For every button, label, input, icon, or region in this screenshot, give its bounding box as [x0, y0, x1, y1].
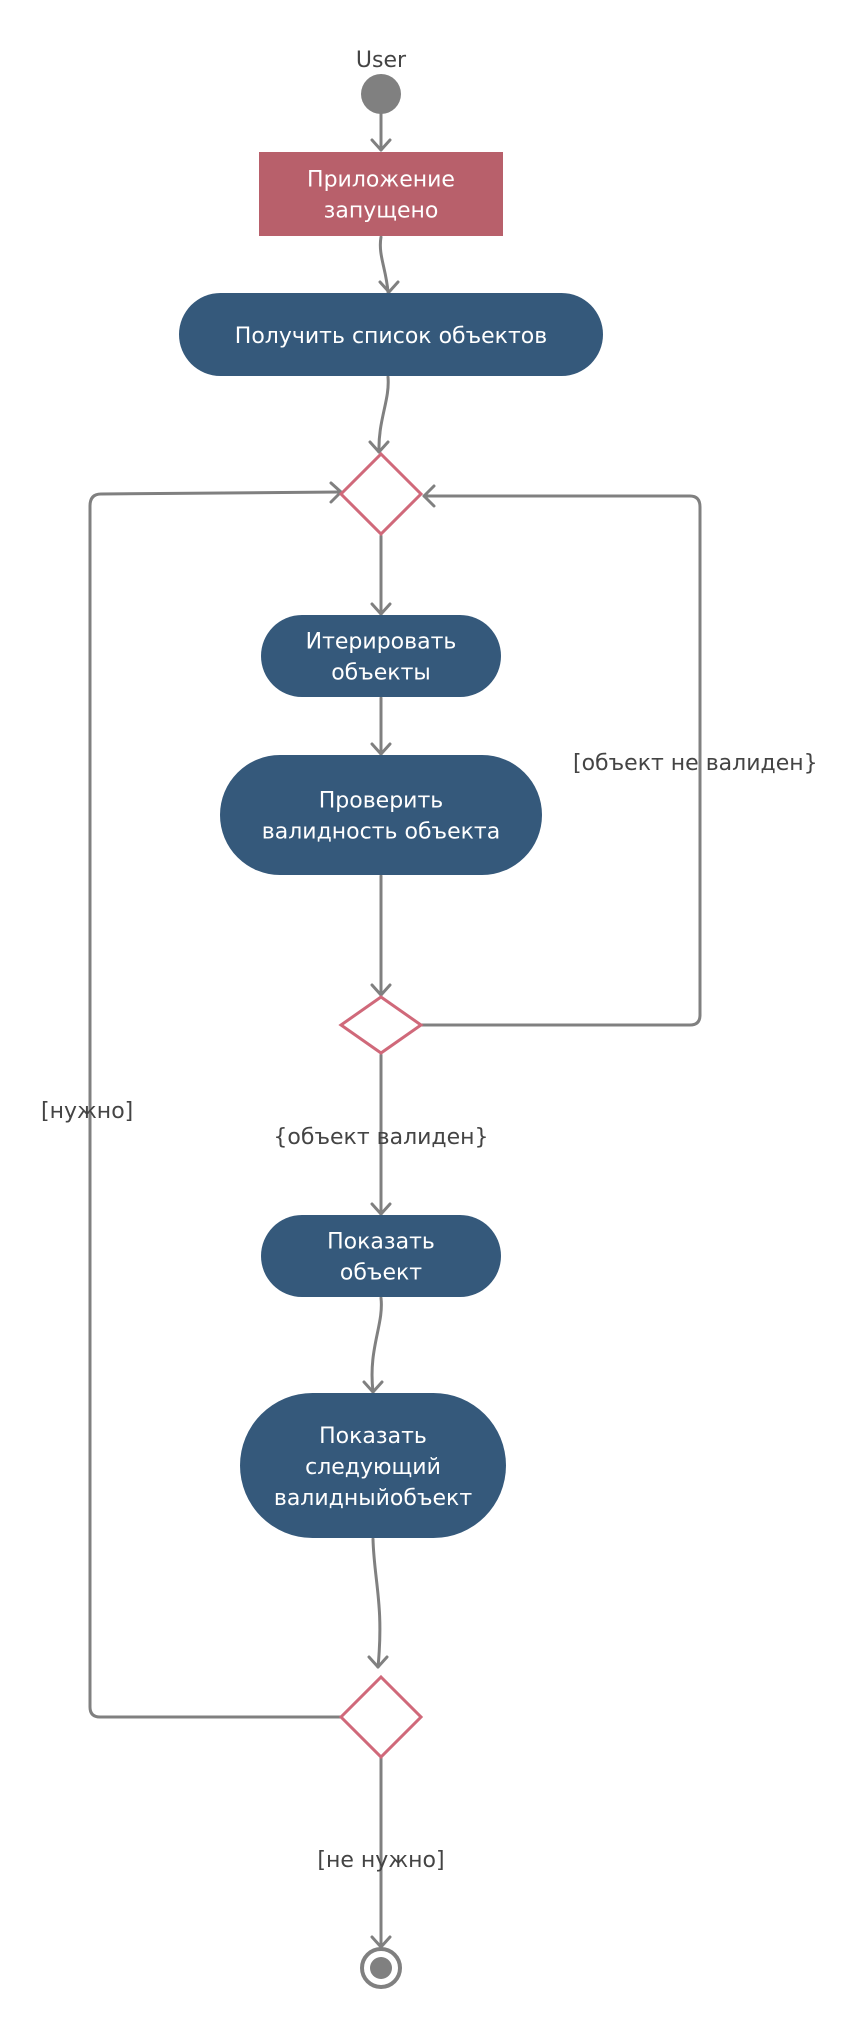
show-next-action — [240, 1393, 506, 1538]
swimlane-label: User — [356, 48, 407, 73]
node-label-line: валидныйобъект — [274, 1486, 472, 1511]
arrow-to-show-object — [370, 1202, 392, 1216]
merge-node — [338, 451, 424, 537]
node-label-line: валидность объекта — [262, 820, 500, 845]
guard-needed: [нужно] — [41, 1099, 133, 1124]
edges — [88, 109, 702, 1949]
arrow-to-validate — [370, 742, 392, 756]
node-label-line: запущено — [324, 199, 439, 224]
validate-label: Проверить валидность объекта — [262, 789, 500, 845]
validate-action — [220, 755, 542, 875]
node-label-line: Получить список объектов — [235, 324, 547, 349]
arrow-to-merge-from-top — [368, 440, 390, 454]
arrow-to-check — [370, 983, 392, 997]
app-started-event — [259, 152, 503, 236]
show-object-label: Показать объект — [327, 1230, 435, 1286]
edge-get-list-to-merge — [377, 375, 390, 454]
get-list-label: Получить список объектов — [235, 324, 547, 349]
iterate-label: Итерировать объекты — [306, 630, 457, 686]
start-node — [361, 74, 401, 114]
edge-needed-loop — [88, 490, 343, 1719]
node-label-line: Проверить — [319, 789, 444, 814]
edge-app-started-to-get-list — [378, 235, 390, 294]
arrow-to-get-list — [378, 280, 400, 294]
show-object-action — [261, 1215, 501, 1297]
arrow-to-show-next — [362, 1380, 384, 1394]
show-next-label: Показать следующий валидныйобъект — [274, 1424, 472, 1511]
arrow-to-iterate — [370, 602, 392, 616]
arrow-to-needed-check — [367, 1655, 389, 1669]
end-node-inner — [370, 1957, 392, 1979]
edge-show-next-to-needed-check — [371, 1537, 382, 1669]
app-started-label: Приложение запущено — [307, 168, 455, 224]
arrow-to-merge-from-right — [422, 484, 436, 508]
guard-not-needed: [не нужно] — [317, 1848, 444, 1873]
node-label-line: объекты — [331, 661, 431, 686]
node-label-line: Показать — [327, 1230, 435, 1255]
edge-show-object-to-show-next — [370, 1296, 383, 1394]
iterate-action — [261, 615, 501, 697]
needed-decision — [338, 1674, 424, 1760]
node-label-line: следующий — [305, 1455, 441, 1480]
node-label-line: Показать — [319, 1424, 427, 1449]
node-label-line: объект — [340, 1261, 422, 1286]
arrow-to-app-started — [370, 138, 392, 152]
validity-decision — [338, 995, 424, 1055]
guard-not-valid: [объект не валиден} — [573, 751, 818, 776]
node-label-line: Приложение — [307, 168, 455, 193]
guard-valid: {объект валиден} — [273, 1125, 488, 1150]
get-list-action — [179, 293, 603, 376]
node-label-line: Итерировать — [306, 630, 457, 655]
edge-not-valid-loop — [419, 494, 702, 1027]
